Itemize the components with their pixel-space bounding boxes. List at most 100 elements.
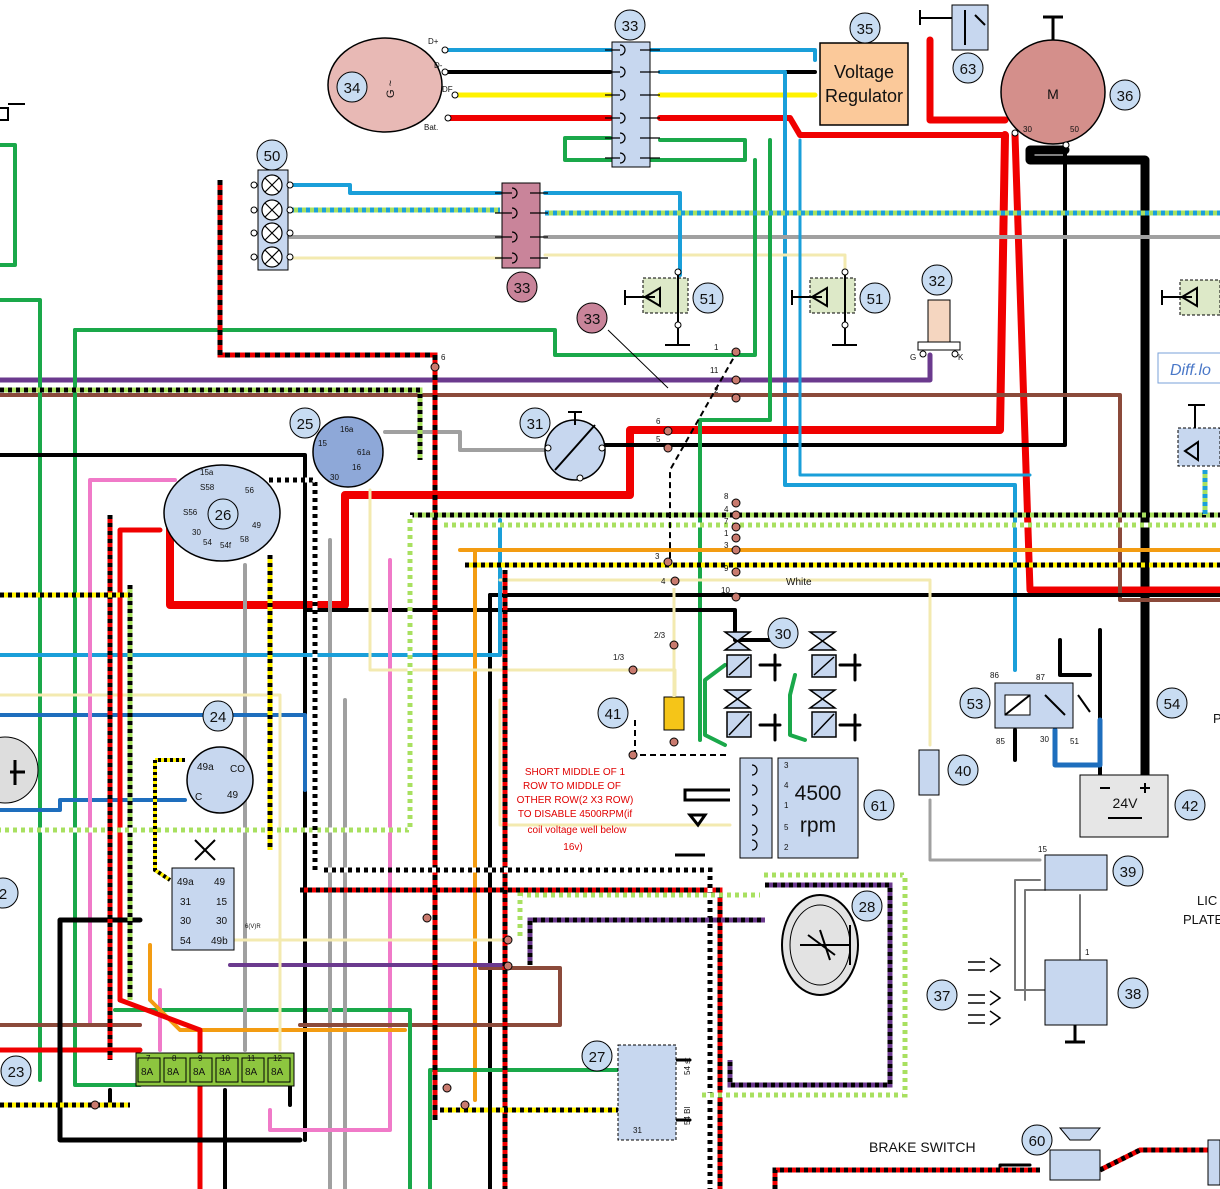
relay39-15: 15: [1038, 845, 1047, 854]
note-line-1: SHORT MIDDLE OF 1: [525, 767, 626, 778]
switch27-st: 54 st: [683, 1057, 692, 1075]
relay-t30: 30: [1040, 735, 1049, 744]
horn-28: [781, 894, 859, 996]
p-edge-label: P: [1213, 711, 1220, 726]
wire-purple: [0, 352, 933, 383]
callout-39: 39: [1112, 855, 1144, 887]
motor-label: M: [1047, 86, 1059, 102]
relay-53: 86 87 85 30 51: [990, 671, 1091, 746]
label-callouts-c60: 60: [1029, 1133, 1046, 1150]
wire-cream-long: [0, 488, 932, 1052]
switch27-31: 31: [633, 1126, 642, 1135]
wire-green-tl: [0, 143, 17, 267]
wire-black-coil: [758, 653, 862, 742]
lamp-unit-38: 1: [1044, 948, 1108, 1044]
wire-red-left: [0, 527, 203, 1189]
fuse-3: 8A: [193, 1067, 206, 1078]
fuse-5: 8A: [245, 1067, 258, 1078]
flasher-unit: 49a 31 30 54 49 15 30 49b 6(V)R: [171, 839, 261, 951]
callout-28: 28: [851, 890, 883, 922]
flasher-left-0: 49a: [177, 877, 194, 888]
relay-t86: 86: [990, 671, 999, 680]
fuse-block: 8A 8A 8A 8A 8A 8A 7 8 9 10 11 12: [135, 1052, 295, 1087]
switch-24: 49a CO C 49: [186, 746, 254, 814]
flasher-right-0: 49: [214, 877, 226, 888]
battery-voltage: 24V: [1113, 795, 1139, 811]
terminal-df: DF: [442, 85, 453, 94]
pressure-switch-right: [1177, 404, 1220, 467]
wire-green-loop: [563, 136, 747, 162]
fuse-num-12: 12: [273, 1054, 282, 1063]
callout-33a: 33: [614, 9, 646, 41]
label-callouts-c39: 39: [1120, 864, 1137, 881]
jn-six: 6: [441, 353, 446, 362]
pin-16: 16: [352, 463, 361, 472]
wire-green-left: [0, 298, 42, 1082]
callout-63: 63: [952, 52, 984, 84]
pin-61a: 61a: [357, 448, 371, 457]
wire-cream-top: [288, 253, 847, 277]
starter-motor-36: M 30 50: [1000, 15, 1106, 149]
callout-50: 50: [256, 139, 288, 171]
diff-lock-label: Diff.lo: [1157, 352, 1220, 384]
gauge-31: [544, 411, 606, 482]
jn-10: 10: [721, 586, 730, 595]
label-callouts-c51a: 51: [700, 291, 717, 308]
label-callouts-c28: 28: [859, 899, 876, 916]
wires: [0, 36, 1220, 1189]
fuse-2: 8A: [167, 1067, 180, 1078]
callout-31: 31: [519, 407, 551, 439]
striped-wires: [0, 180, 1220, 1189]
plate-label: PLATE: [1183, 912, 1220, 927]
sensor-g: G: [910, 353, 916, 362]
label-callouts-c2: 2: [0, 886, 7, 903]
voltage-regulator-line1: Voltage: [834, 62, 894, 82]
relay-39: 15: [1038, 845, 1108, 891]
pressure-switch-51-a: [624, 268, 690, 346]
terminal-d-minus: D-: [434, 61, 443, 70]
pin-54f: 54f: [220, 541, 232, 550]
jn-4b: 4: [661, 577, 666, 586]
switch-top-left: [0, 103, 25, 121]
label-callouts-c33a: 33: [622, 18, 639, 35]
jn-9: 9: [724, 564, 729, 573]
fuse-6: 8A: [271, 1067, 284, 1078]
pin-s58: S58: [200, 483, 215, 492]
pin-16a: 16a: [340, 425, 354, 434]
bulbs-37: [968, 957, 1002, 1026]
callout-34: 34: [336, 71, 368, 103]
pin-49a: 49a: [197, 762, 214, 773]
wire-yellow-black-24: [153, 758, 185, 882]
callout-51a: 51: [692, 282, 724, 314]
fuse-num-8: 8: [172, 1054, 177, 1063]
callout-60: 60: [1021, 1124, 1053, 1156]
label-callouts-c38: 38: [1125, 986, 1142, 1003]
switch-63: [919, 4, 989, 51]
wire-blue-50: [288, 183, 682, 277]
bulb-block-50: [250, 169, 294, 271]
label-callouts-c42: 42: [1182, 798, 1199, 815]
dimmer-left: [0, 736, 39, 804]
label-callouts-c36: 36: [1117, 88, 1134, 105]
jn-3b: 3: [655, 552, 660, 561]
wire-black-38: [1014, 879, 1081, 1001]
label-callouts-c27: 27: [589, 1049, 606, 1066]
generator-34: G ~ D+ D- DF Bat.: [327, 37, 459, 133]
jn-8: 8: [724, 492, 729, 501]
rpm-pin-5: 5: [784, 823, 789, 832]
callout-53: 53: [959, 687, 991, 719]
switch-25: 16a 15 61a 16 30: [312, 416, 384, 488]
wire-green-coils: [703, 663, 807, 747]
brake-switch-60: [1049, 1127, 1220, 1186]
label-callouts-c30: 30: [775, 626, 792, 643]
fuse-4: 8A: [219, 1067, 232, 1078]
label-callouts-c35: 35: [857, 21, 874, 38]
wire-dashed-black: [634, 349, 739, 756]
callout-37: 37: [926, 979, 958, 1011]
callout-36: 36: [1109, 79, 1141, 111]
fuse-1: 8A: [141, 1067, 154, 1078]
label-callouts-c32: 32: [929, 273, 946, 290]
pin-30: 30: [192, 528, 201, 537]
relay-t51: 51: [1070, 737, 1079, 746]
wire-grey-r: [383, 430, 547, 452]
